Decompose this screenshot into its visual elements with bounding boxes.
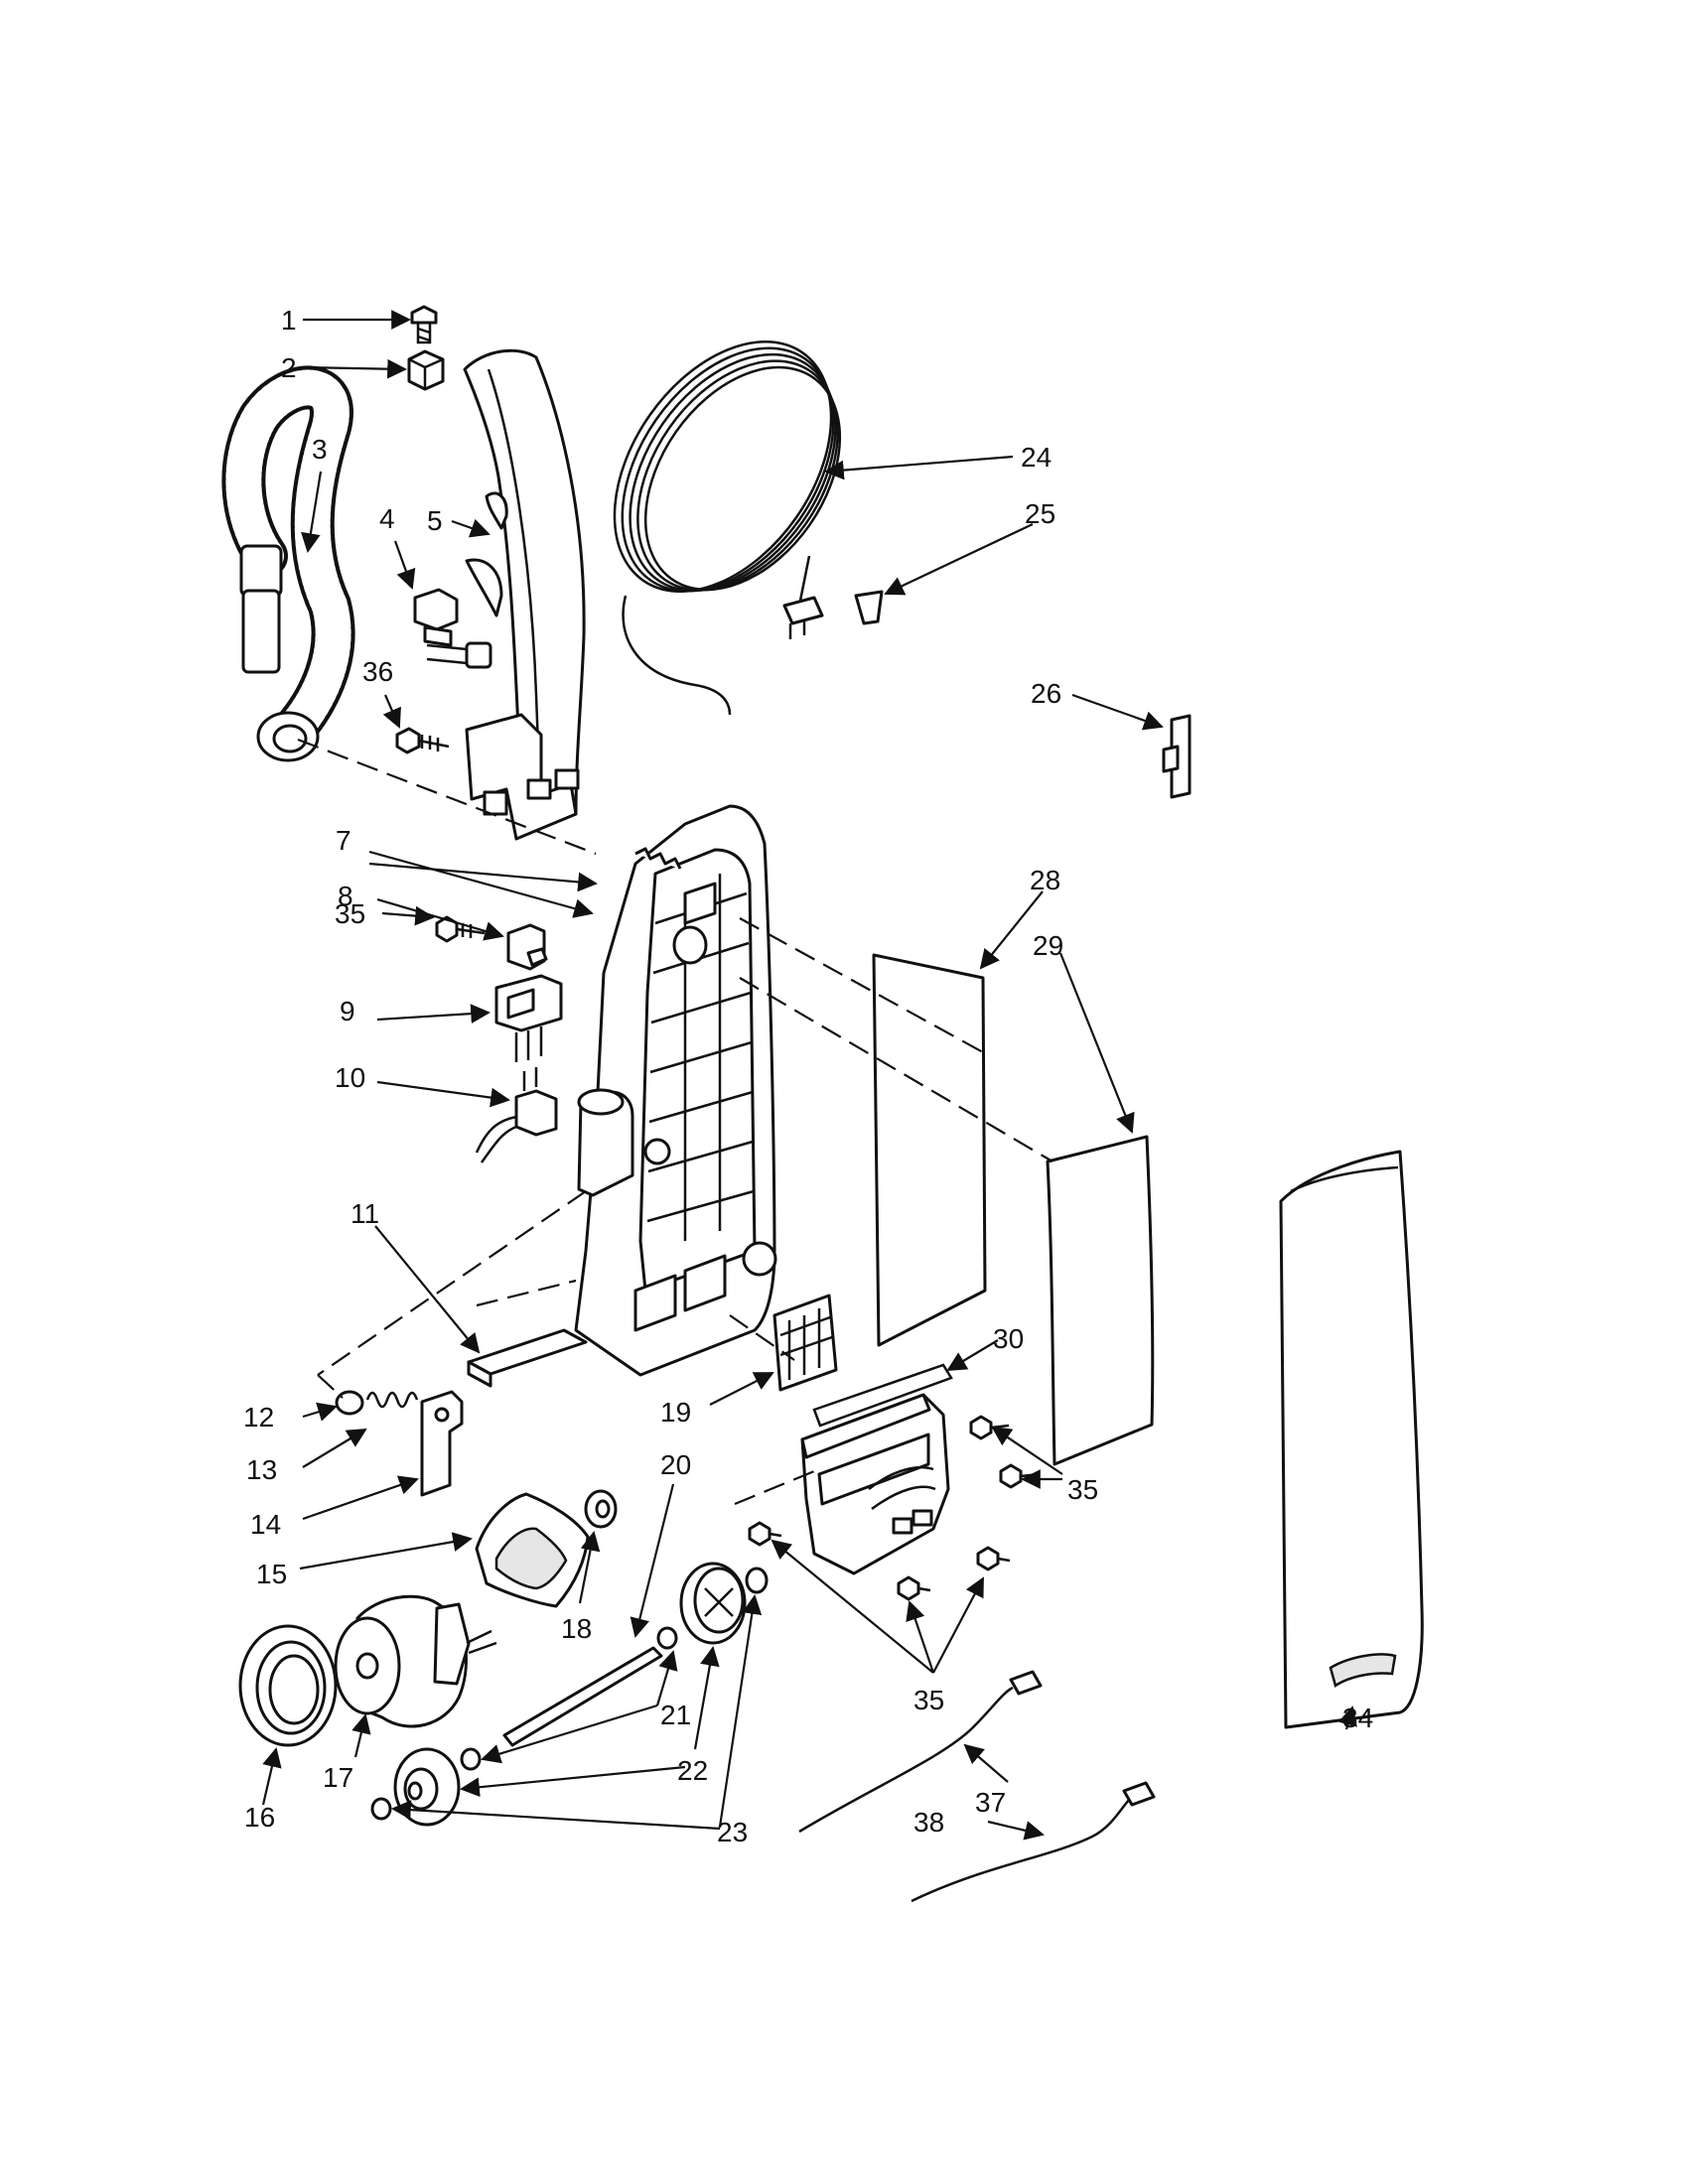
callout-29: 29 xyxy=(1033,930,1063,961)
callout-8: 8 xyxy=(338,881,353,911)
part-ring-16 xyxy=(238,1624,338,1747)
callout-15: 15 xyxy=(256,1559,287,1589)
callout-24: 24 xyxy=(1021,442,1052,473)
callout-labels: 1 2 3 4 5 36 7 8 35 9 10 11 12 13 14 15 … xyxy=(243,305,1373,1847)
callout-28: 28 xyxy=(1030,865,1060,895)
part-wire-37 xyxy=(798,1670,1043,1834)
callout-37: 37 xyxy=(975,1787,1006,1818)
callout-17: 17 xyxy=(323,1762,353,1793)
callout-14: 14 xyxy=(250,1509,281,1540)
callout-21: 21 xyxy=(660,1700,691,1730)
callout-36: 36 xyxy=(362,656,393,687)
callout-25: 25 xyxy=(1025,498,1055,529)
part-washer-21 xyxy=(460,1626,678,1771)
callout-4: 4 xyxy=(379,503,395,534)
callout-1: 1 xyxy=(281,305,297,336)
part-hose-3 xyxy=(221,365,355,762)
callout-35-right: 35 xyxy=(1067,1474,1098,1505)
part-screw-36 xyxy=(395,727,450,754)
callout-38: 38 xyxy=(913,1807,944,1838)
part-knob-2 xyxy=(407,349,445,391)
part-shaft-20 xyxy=(502,1646,663,1747)
screws-35-right xyxy=(748,1415,1040,1601)
callout-20: 20 xyxy=(660,1449,691,1480)
part-motor-17 xyxy=(334,1594,497,1728)
part-housing-30 xyxy=(800,1363,953,1575)
part-bracket-14 xyxy=(420,1390,464,1497)
callout-11: 11 xyxy=(351,1198,379,1229)
leader-lines xyxy=(261,310,1357,1841)
part-washer-23 xyxy=(370,1567,769,1821)
callout-13: 13 xyxy=(246,1454,277,1485)
callout-7: 7 xyxy=(336,825,351,856)
part-body-7 xyxy=(574,804,777,1377)
callout-19: 19 xyxy=(660,1397,691,1428)
callout-5: 5 xyxy=(427,505,443,536)
part-switch-10 xyxy=(475,1067,558,1163)
callout-34: 34 xyxy=(1342,1703,1373,1733)
callout-18: 18 xyxy=(561,1613,592,1644)
part-wire-38 xyxy=(911,1781,1156,1903)
part-screw-35-left xyxy=(435,915,486,943)
part-switch-9 xyxy=(494,974,563,1062)
callout-26: 26 xyxy=(1031,678,1061,709)
part-spring-13 xyxy=(365,1391,419,1409)
callout-22: 22 xyxy=(677,1755,708,1786)
callout-12: 12 xyxy=(243,1402,274,1433)
callout-16: 16 xyxy=(244,1802,275,1833)
part-clip-26 xyxy=(1162,714,1192,799)
part-handle-5 xyxy=(463,348,586,841)
part-bag-29 xyxy=(1046,1135,1155,1466)
callout-35-left: 35 xyxy=(335,898,365,929)
part-latch-4 xyxy=(413,588,492,669)
alignment-lines xyxy=(297,738,1053,1506)
part-cap-18 xyxy=(584,1489,618,1529)
part-tip-25 xyxy=(854,590,884,625)
part-cap-12 xyxy=(335,1390,364,1416)
part-cord-24 xyxy=(613,340,842,716)
callout-2: 2 xyxy=(281,352,297,383)
callout-23: 23 xyxy=(717,1817,748,1847)
part-bag-28 xyxy=(872,953,987,1347)
part-cover-34 xyxy=(1279,1150,1424,1729)
part-button-8 xyxy=(506,923,548,971)
callout-9: 9 xyxy=(340,996,355,1026)
part-screw-1 xyxy=(410,305,438,344)
callout-30: 30 xyxy=(993,1323,1024,1354)
callout-3: 3 xyxy=(312,434,328,465)
part-gasket-15 xyxy=(475,1492,590,1608)
part-filter-19 xyxy=(772,1294,838,1392)
callout-35-bottom: 35 xyxy=(913,1685,944,1715)
part-filter-11 xyxy=(467,1328,588,1388)
callout-10: 10 xyxy=(335,1062,365,1093)
